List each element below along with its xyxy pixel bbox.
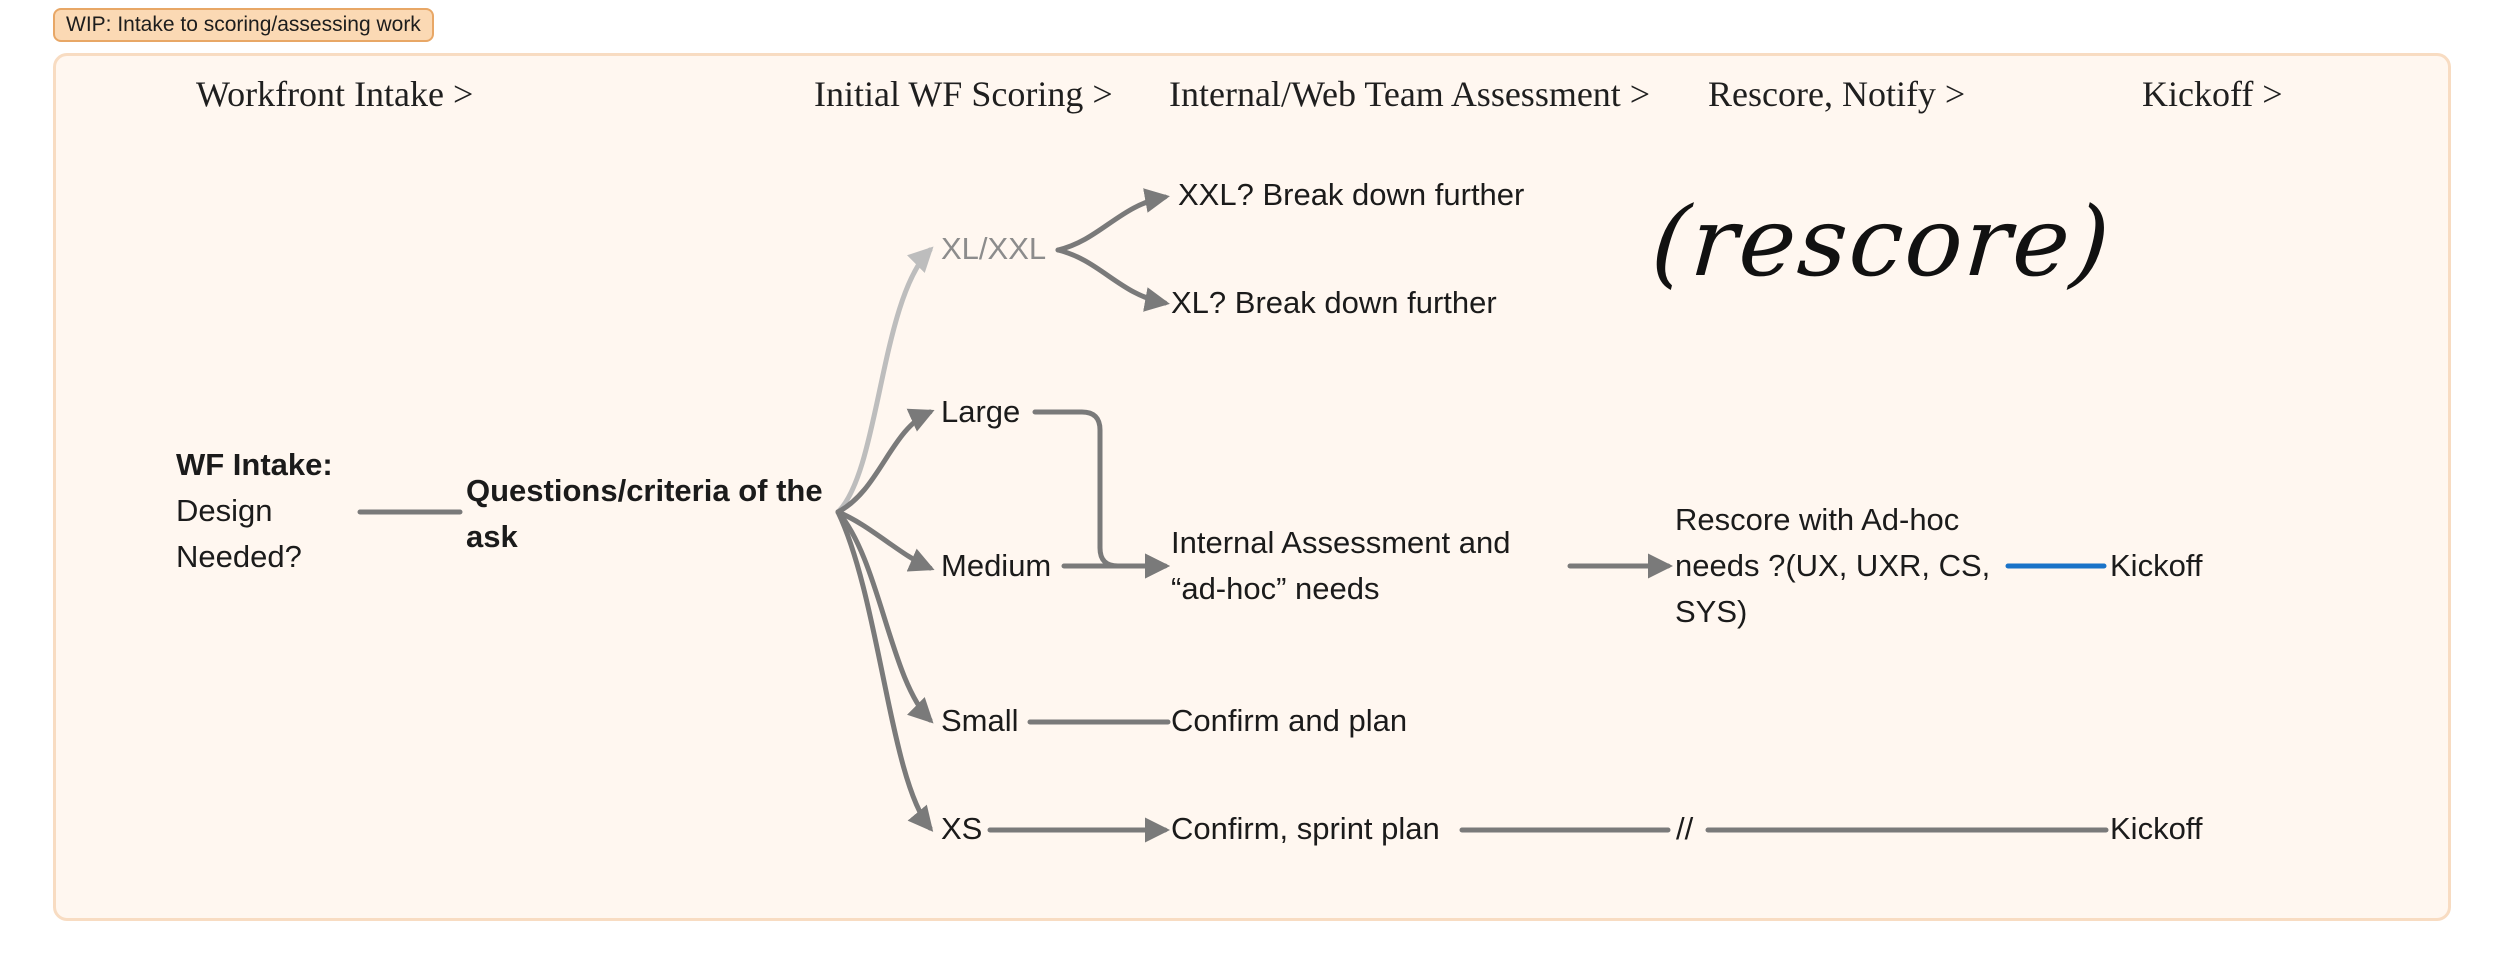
frame-title-tag[interactable]: WIP: Intake to scoring/assessing work [53, 8, 434, 42]
node-wf-intake[interactable]: WF Intake: Design Needed? [176, 442, 356, 580]
column-header-rescore: Rescore, Notify > [1708, 74, 1966, 114]
node-large[interactable]: Large [941, 394, 1021, 429]
node-questions[interactable]: Questions/criteria of the ask [466, 473, 823, 554]
edge-xlxxl-xl [1055, 247, 1170, 312]
node-medium[interactable]: Medium [941, 548, 1052, 583]
node-wf-intake-subtitle: Design Needed? [176, 493, 302, 574]
edge-questions-xlxxl [835, 246, 934, 515]
edge-questions-xs [835, 509, 934, 832]
node-kickoff-2[interactable]: Kickoff [2110, 811, 2203, 846]
edge-xlxxl-xxl [1055, 188, 1170, 253]
frame-title: WIP: Intake to scoring/assessing work [66, 13, 421, 36]
node-confirm-plan[interactable]: Confirm and plan [1171, 703, 1408, 738]
edge-questions-large [835, 408, 935, 515]
node-xs[interactable]: XS [941, 811, 983, 846]
node-kickoff-1[interactable]: Kickoff [2110, 548, 2203, 583]
node-rescore-adhoc[interactable]: Rescore with Ad-hoc needs ?(UX, UXR, CS,… [1675, 502, 1991, 629]
node-xxl-break-down[interactable]: XXL? Break down further [1178, 177, 1525, 212]
column-header-scoring: Initial WF Scoring > [814, 74, 1113, 114]
edge-questions-small [835, 509, 934, 724]
diagram-frame [53, 53, 2451, 921]
column-header-kickoff: Kickoff > [2142, 74, 2283, 114]
node-confirm-sprint-plan[interactable]: Confirm, sprint plan [1171, 811, 1440, 846]
edge-large-internal [1032, 409, 1170, 579]
column-header-assessment: Internal/Web Team Assessment > [1169, 74, 1651, 114]
node-internal-assessment[interactable]: Internal Assessment and “ad-hoc” needs [1171, 525, 1511, 606]
node-xl-break-down[interactable]: XL? Break down further [1171, 285, 1497, 320]
node-xl-xxl[interactable]: XL/XXL [941, 231, 1047, 266]
node-wf-intake-title: WF Intake: [176, 447, 333, 482]
column-header-intake: Workfront Intake > [196, 74, 474, 114]
edge-questions-medium [835, 509, 935, 572]
node-pause-mark: // [1676, 811, 1694, 846]
handwritten-annotation-rescore[interactable]: (rescore) [1648, 186, 2116, 298]
node-small[interactable]: Small [941, 703, 1019, 738]
